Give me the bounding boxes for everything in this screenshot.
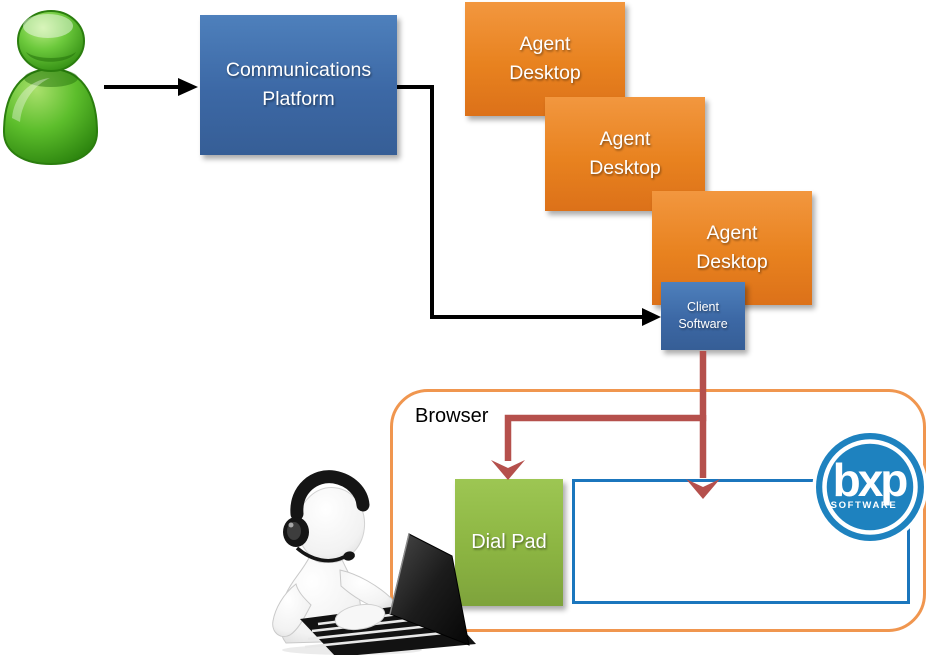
node-label: Communications Platform [225, 59, 372, 110]
node-client-software: Client Software [661, 282, 745, 350]
headset-mic-boom [295, 546, 345, 563]
node-label: Agent Desktop [509, 33, 581, 84]
node-label: Agent Desktop [696, 222, 768, 273]
node-dial-pad: Dial Pad [455, 479, 563, 606]
browser-app-panel [572, 479, 910, 604]
node-label: Dial Pad [471, 531, 547, 553]
arrow-customer-to-platform [104, 78, 198, 96]
browser-label: Browser [415, 405, 489, 427]
headset-earcup [283, 517, 309, 547]
headset-band [290, 470, 370, 521]
node-label: Agent Desktop [589, 128, 661, 179]
node-label: Client Software [678, 300, 728, 331]
node-communications-platform: Communications Platform [200, 15, 397, 155]
green-person-icon [2, 10, 99, 166]
headset-mic [343, 551, 355, 561]
